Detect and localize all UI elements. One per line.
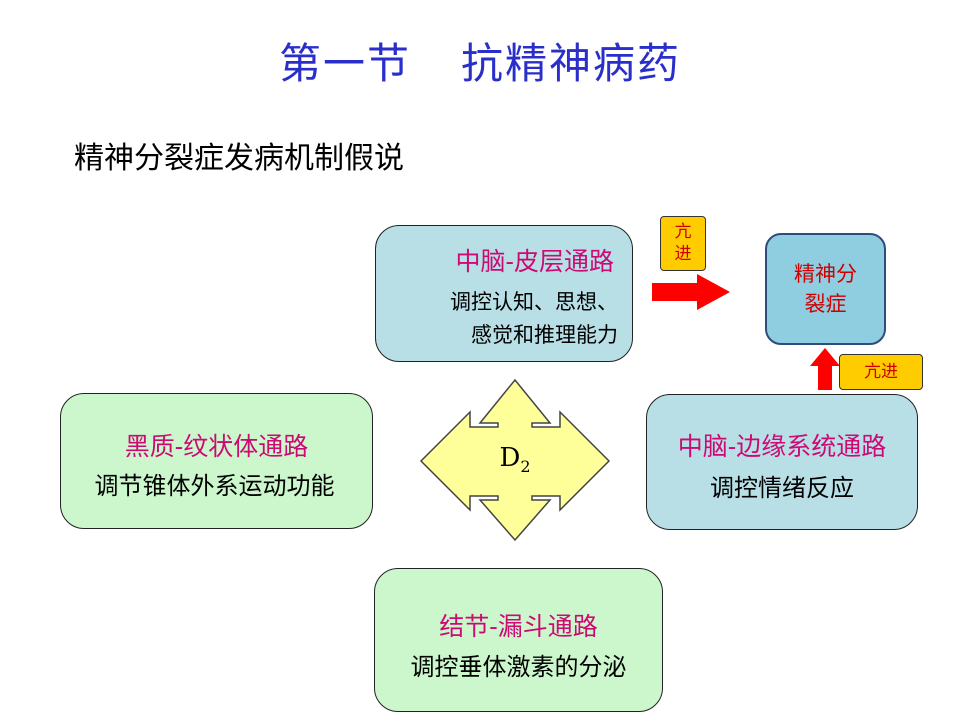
mesocortical-desc: 调控认知、思想、 感觉和推理能力 [450,290,618,347]
d2-receptor-label: D2 [499,443,531,477]
mesocortical-name: 中脑-皮层通路 [455,247,614,276]
d2-cross-shape [419,378,611,542]
nigrostriatal-name: 黑质-纹状体通路 [124,432,309,461]
mesolimbic-pathway-box: 中脑-边缘系统通路 调控情绪反应 [646,394,918,530]
red-arrow-up [810,348,840,390]
hyperactivity-tag-top: 亢 进 [660,216,706,271]
tuberoinfundibular-desc: 调控垂体激素的分泌 [410,653,627,681]
nigrostriatal-pathway-box: 黑质-纹状体通路 调节锥体外系运动功能 [60,393,373,529]
title-part2: 抗精神病药 [461,39,682,88]
tuberoinfundibular-pathway-box: 结节-漏斗通路 调控垂体激素的分泌 [374,568,663,712]
page-title: 第一节 抗精神病药 [0,30,960,91]
title-part1: 第一节 [278,39,411,88]
tuberoinfundibular-name: 结节-漏斗通路 [439,612,598,641]
hyperactivity-tag-right: 亢进 [839,354,923,390]
red-arrow-right [652,274,730,310]
mesolimbic-name: 中脑-边缘系统通路 [677,432,887,461]
mesocortical-pathway-box: 中脑-皮层通路 调控认知、思想、 感觉和推理能力 [375,225,633,362]
schizophrenia-outcome-box: 精神分 裂症 [765,233,886,345]
page-subtitle: 精神分裂症发病机制假说 [74,141,404,176]
nigrostriatal-desc: 调节锥体外系运动功能 [94,472,335,500]
mesolimbic-desc: 调控情绪反应 [710,474,854,502]
